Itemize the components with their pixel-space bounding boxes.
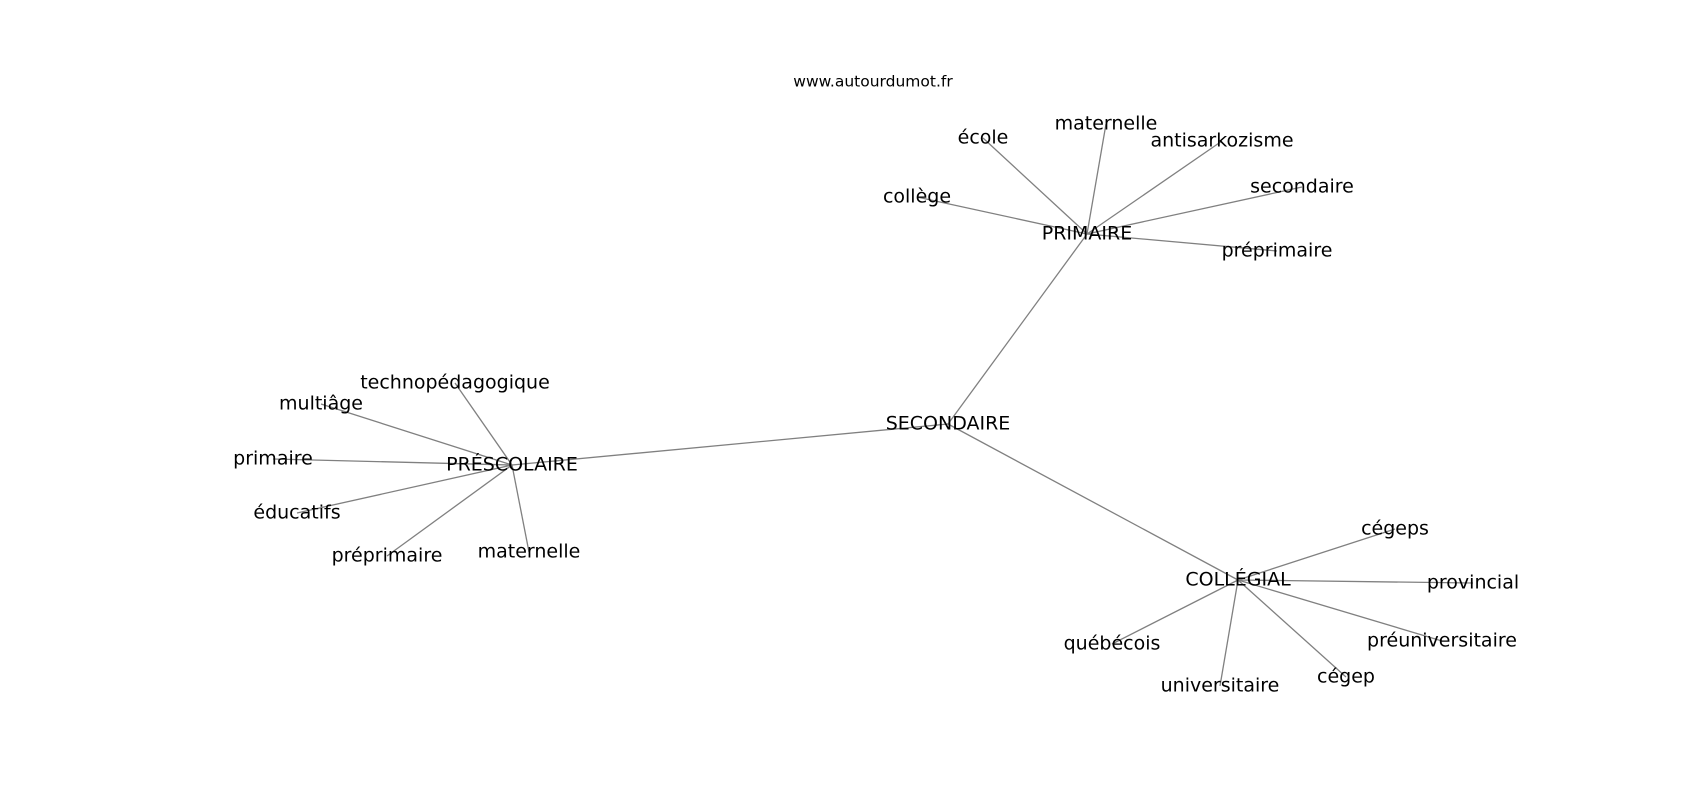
leaf-edge xyxy=(1086,233,1278,252)
leaf-edge xyxy=(982,137,1088,235)
leaf-node-provincial[interactable]: provincial xyxy=(1427,572,1519,594)
leaf-node-quebecois[interactable]: québécois xyxy=(1064,633,1161,655)
leaf-edge xyxy=(1086,140,1223,235)
hub-edge xyxy=(947,423,1239,581)
leaf-node-antisarkozisme[interactable]: antisarkozisme xyxy=(1150,130,1293,152)
leaf-edge xyxy=(296,464,513,514)
leaf-edge xyxy=(272,458,513,466)
leaf-edge xyxy=(1237,528,1396,581)
leaf-node-secondaire-leaf[interactable]: secondaire xyxy=(1250,176,1354,198)
graph-edges xyxy=(272,123,1474,687)
leaf-edge xyxy=(386,464,513,557)
leaf-edge xyxy=(511,464,530,553)
leaf-node-multiage[interactable]: multiâge xyxy=(279,393,363,415)
leaf-edge xyxy=(320,403,513,466)
leaf-node-cegep[interactable]: cégep xyxy=(1317,666,1375,688)
hub-edge xyxy=(947,233,1088,425)
leaf-node-preprimaire-s[interactable]: préprimaire xyxy=(332,545,443,567)
leaf-node-preprimaire-p[interactable]: préprimaire xyxy=(1222,240,1333,262)
leaf-node-educatifs[interactable]: éducatifs xyxy=(253,502,340,524)
hub-node-primaire-hub[interactable]: PRIMAIRE xyxy=(1042,223,1132,245)
leaf-node-preuniversitaire[interactable]: préuniversitaire xyxy=(1367,630,1517,652)
leaf-node-technopedagogique[interactable]: technopédagogique xyxy=(360,372,550,394)
leaf-node-college[interactable]: collège xyxy=(883,186,951,208)
leaf-edge xyxy=(916,196,1088,235)
leaf-node-maternelle-p[interactable]: maternelle xyxy=(1055,113,1158,135)
hub-node-collegial-hub[interactable]: COLLÉGIAL xyxy=(1185,568,1291,591)
leaf-edge xyxy=(454,382,513,466)
leaf-edge xyxy=(1086,186,1303,235)
leaf-node-ecole[interactable]: école xyxy=(958,127,1009,149)
hub-edge xyxy=(511,423,949,466)
leaf-edge xyxy=(1111,579,1239,645)
leaf-node-maternelle-s[interactable]: maternelle xyxy=(478,541,581,563)
leaf-edge xyxy=(1086,123,1107,235)
watermark-text: www.autourdumot.fr xyxy=(793,73,953,91)
hub-node-secondaire-hub[interactable]: SECONDAIRE xyxy=(886,413,1011,435)
leaf-node-primaire-leaf[interactable]: primaire xyxy=(233,448,313,470)
leaf-edge xyxy=(1237,579,1474,584)
leaf-edge xyxy=(1237,579,1443,642)
leaf-edge xyxy=(1219,579,1239,687)
leaf-edge xyxy=(1237,579,1347,678)
hub-node-prescolaire-hub[interactable]: PRÉSCOLAIRE xyxy=(446,453,578,476)
leaf-node-cegeps[interactable]: cégeps xyxy=(1361,518,1429,540)
leaf-node-universitaire[interactable]: universitaire xyxy=(1161,675,1280,697)
graph-nodes: SECONDAIRE PRIMAIRE PRÉSCOLAIRE COLLÉGIAL éc… xyxy=(233,113,1519,697)
